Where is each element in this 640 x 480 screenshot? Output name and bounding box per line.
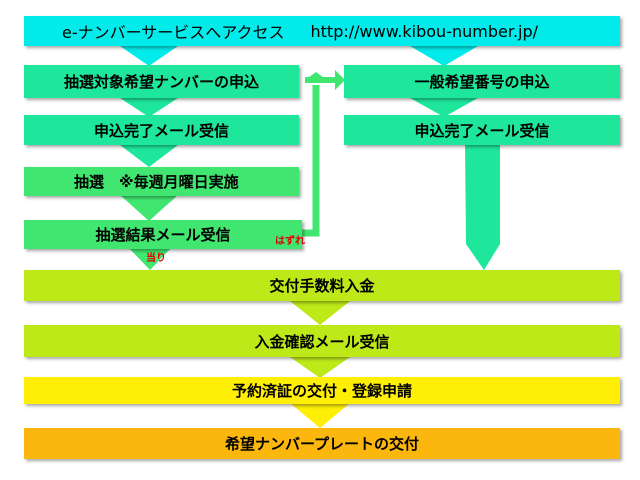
general-confirm-mail-label: 申込完了メール受信: [414, 121, 550, 140]
arrow-payment-to-registration: [290, 357, 350, 378]
arrow-win-to-fee: [128, 247, 172, 270]
lottery-result-mail-label: 抽選結果メール受信: [95, 226, 231, 244]
arrow-header-to-apply: [120, 46, 178, 66]
registration-box: 予約済証の交付・登録申請: [24, 377, 620, 404]
lottery-confirm-mail-label: 申込完了メール受信: [93, 121, 229, 140]
fee-payment-label: 交付手数料入金: [269, 277, 375, 295]
general-apply-label: 一般希望番号の申込: [414, 73, 550, 91]
arrow-header-to-general-apply: [410, 46, 478, 66]
arrow-fee-to-payment: [290, 301, 350, 325]
lose-note: はずれ: [275, 236, 305, 247]
lottery-apply-box: 抽選対象希望ナンバーの申込: [24, 65, 299, 98]
plate-issue-label: 希望ナンバープレートの交付: [224, 435, 420, 453]
header-access-box: e-ナンバーサービスへアクセス http://www.kibou-number.…: [24, 16, 620, 46]
win-note: 当り: [146, 253, 166, 264]
lottery-apply-label: 抽選対象希望ナンバーの申込: [63, 73, 259, 91]
payment-confirm-mail-label: 入金確認メール受信: [254, 332, 390, 351]
lottery-box: 抽選 ※毎週月曜日実施: [24, 167, 299, 196]
arrow-lose-loop: [302, 85, 320, 237]
lottery-confirm-mail-box: 申込完了メール受信: [24, 115, 299, 145]
arrow-lottery-to-result: [120, 195, 178, 221]
plate-issue-box: 希望ナンバープレートの交付: [24, 428, 620, 459]
header-url[interactable]: http://www.kibou-number.jp/: [310, 21, 539, 41]
general-confirm-mail-box: 申込完了メール受信: [344, 115, 620, 145]
arrow-registration-to-plate: [290, 403, 350, 428]
arrow-confirm-to-lottery: [120, 145, 178, 167]
header-service-label: e-ナンバーサービスへアクセス: [62, 23, 285, 42]
payment-confirm-mail-box: 入金確認メール受信: [24, 325, 620, 357]
general-apply-box: 一般希望番号の申込: [344, 65, 620, 98]
arrow-link-right-head: [335, 70, 345, 90]
arrow-general-apply-to-confirm: [410, 98, 478, 117]
arrow-apply-to-confirm: [120, 98, 178, 117]
lottery-result-mail-box: 抽選結果メール受信: [24, 220, 302, 249]
fee-payment-box: 交付手数料入金: [24, 270, 620, 301]
arrow-general-confirm-to-fee: [465, 143, 500, 270]
registration-label: 予約済証の交付・登録申請: [231, 382, 412, 400]
lottery-label: 抽選 ※毎週月曜日実施: [74, 173, 239, 191]
